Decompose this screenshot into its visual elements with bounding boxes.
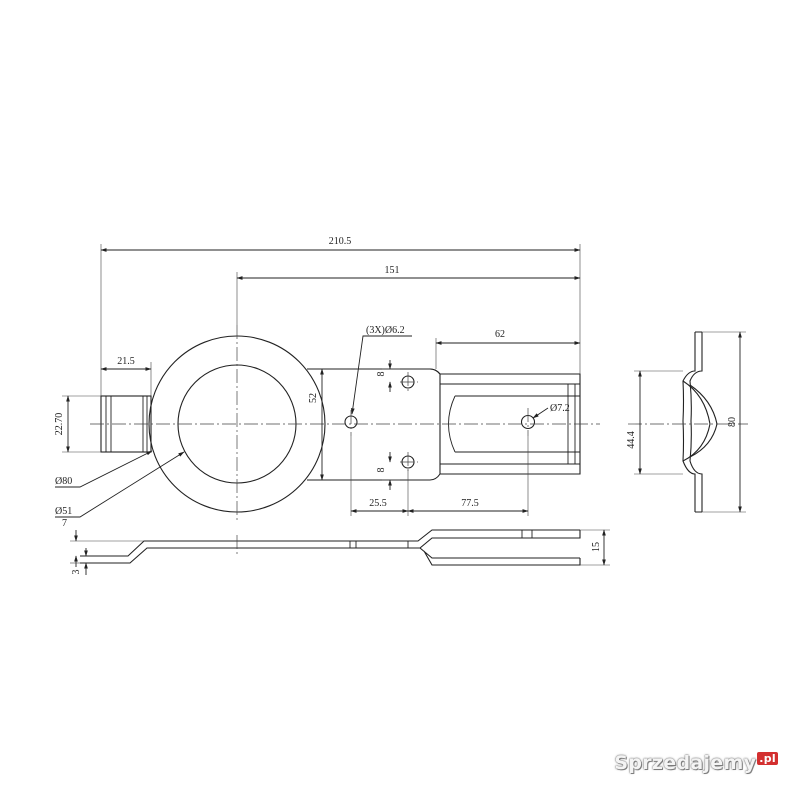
slot-section xyxy=(429,368,581,475)
watermark-suffix: .pl xyxy=(757,752,778,765)
dim-side-inner: 44.4 xyxy=(626,431,637,449)
dim-ring-outer: Ø80 xyxy=(55,476,72,487)
side-profile xyxy=(80,529,581,566)
dim-hole-offset-top: 8 xyxy=(376,372,387,377)
dim-bend-offset: 7 xyxy=(62,518,67,529)
side-view: 7 3 15 xyxy=(62,518,610,575)
end-view: 80 44.4 xyxy=(626,331,748,513)
dim-neck-length: 21.5 xyxy=(117,356,135,367)
dim-side-height: 80 xyxy=(727,417,738,427)
dim-hole-offset-bottom: 8 xyxy=(376,468,387,473)
dim-end-height: 15 xyxy=(591,542,602,552)
dim-ring-inner: Ø51 xyxy=(55,506,72,517)
dim-center-to-end: 151 xyxy=(385,265,400,276)
watermark: Sprzedajemy.pl xyxy=(614,752,778,774)
dim-thickness: 3 xyxy=(71,570,82,575)
dim-slot-length: 62 xyxy=(495,329,505,340)
dim-slot-hole: Ø7.2 xyxy=(550,403,570,414)
dim-hole-spacing-b: 77.5 xyxy=(461,498,479,509)
dim-hole-spacing-a: 25.5 xyxy=(369,498,387,509)
dim-plate-height: 52 xyxy=(308,393,319,403)
dim-hole-callout: (3X)Ø6.2 xyxy=(366,325,405,336)
end-profile xyxy=(682,331,703,513)
dim-overall-length: 210.5 xyxy=(329,236,352,247)
watermark-text: Sprzedajemy xyxy=(614,752,757,774)
top-view xyxy=(90,325,600,520)
dim-neck-height: 22.70 xyxy=(54,413,65,436)
plate-body xyxy=(307,368,441,481)
dimensions-top: 210.5 151 62 (3X)Ø6.2 21.5 22.70 Ø80 Ø51… xyxy=(54,236,581,518)
